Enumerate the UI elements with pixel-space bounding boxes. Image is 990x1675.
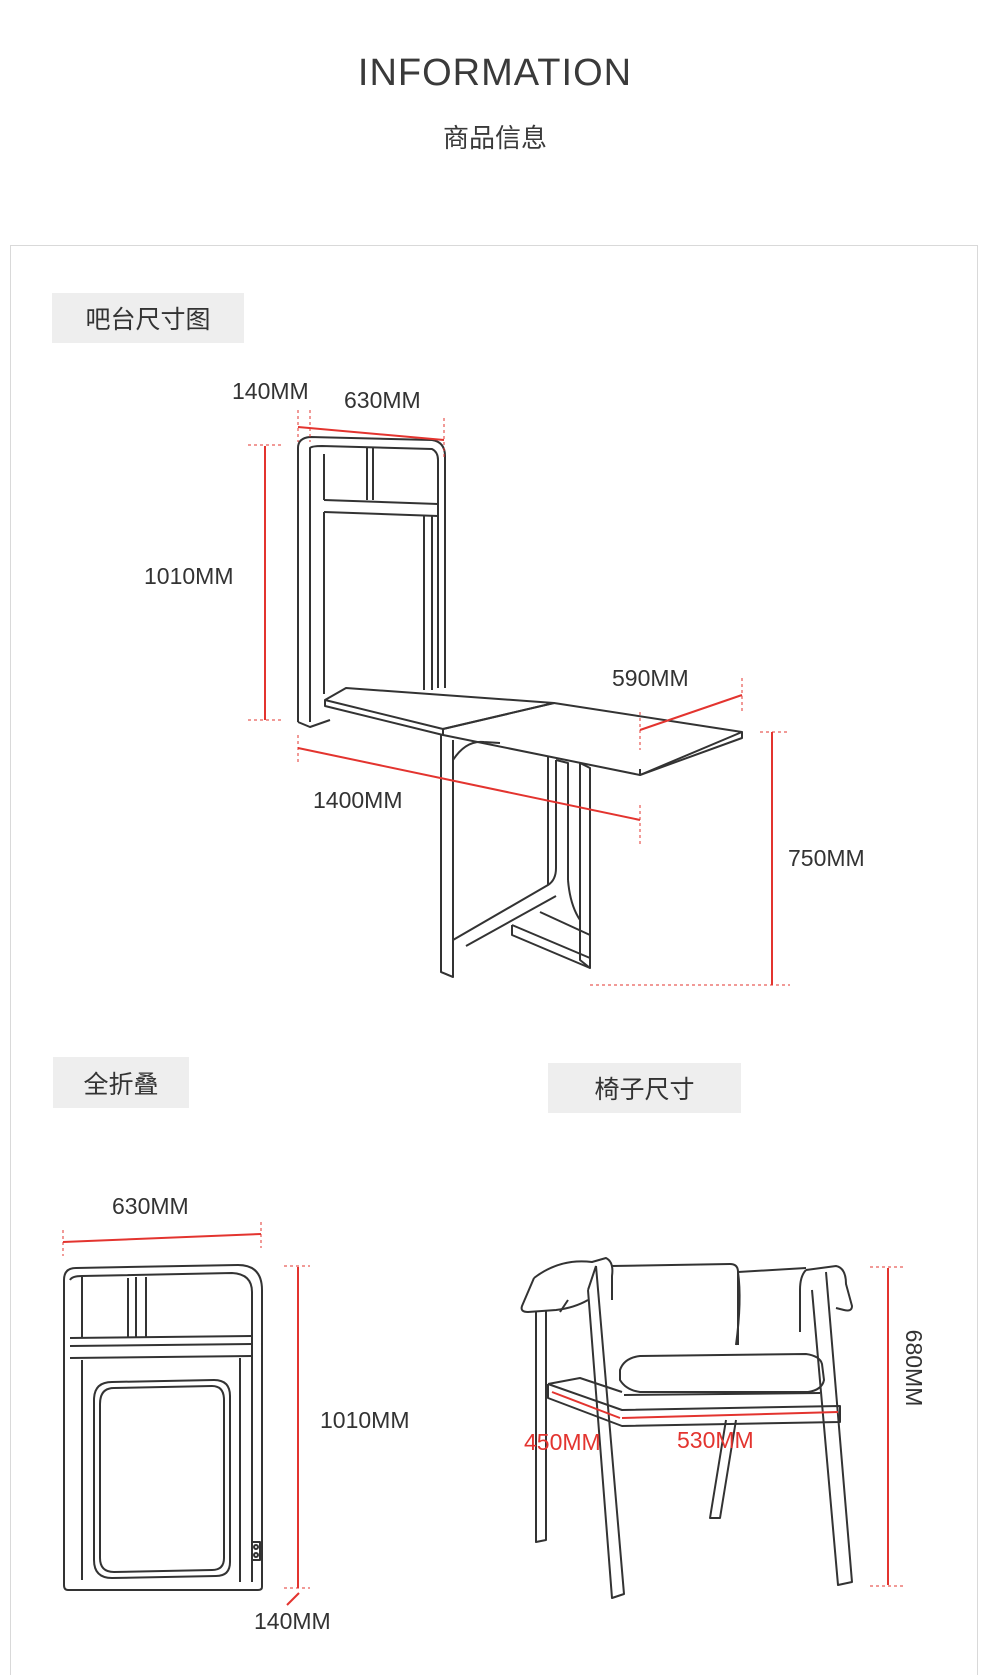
bar-height-label: 1010MM	[144, 563, 233, 589]
folded-depth-label: 140MM	[254, 1608, 331, 1634]
chair-width-label: 530MM	[677, 1427, 754, 1453]
chair-dimension-lines	[551, 1268, 889, 1585]
bar-dimension-ticks	[248, 410, 790, 986]
section-tag-chair-label: 椅子尺寸	[594, 1075, 695, 1104]
page-subtitle: 商品信息	[442, 124, 547, 154]
chair-dimension-ticks	[870, 1266, 906, 1587]
content-frame	[10, 245, 978, 1675]
folded-height-label: 1010MM	[320, 1407, 409, 1433]
section-tag-bar: 吧台尺寸图	[52, 293, 244, 343]
section-tag-chair: 椅子尺寸	[548, 1063, 741, 1113]
page-title: INFORMATION	[357, 52, 633, 94]
bar-dimension-lines	[264, 426, 773, 985]
bar-table-height-label: 750MM	[788, 845, 865, 871]
section-tag-bar-label: 吧台尺寸图	[85, 305, 211, 334]
folded-width-label: 630MM	[112, 1193, 189, 1219]
bar-length-label: 1400MM	[313, 787, 402, 813]
bar-table-drawing	[297, 436, 743, 978]
section-tag-folded: 全折叠	[53, 1057, 189, 1108]
bar-width-label: 630MM	[344, 387, 421, 413]
chair-drawing	[520, 1257, 853, 1599]
chair-depth-label: 450MM	[524, 1429, 601, 1455]
bar-leaf-label: 590MM	[612, 665, 689, 691]
bar-depth-label: 140MM	[232, 378, 309, 404]
folded-dimension-ticks	[62, 1222, 310, 1589]
section-tag-folded-label: 全折叠	[83, 1069, 159, 1099]
chair-height-label: 680MM	[901, 1330, 927, 1407]
folded-dimension-lines	[62, 1233, 300, 1606]
folded-unit-drawing	[63, 1264, 263, 1591]
